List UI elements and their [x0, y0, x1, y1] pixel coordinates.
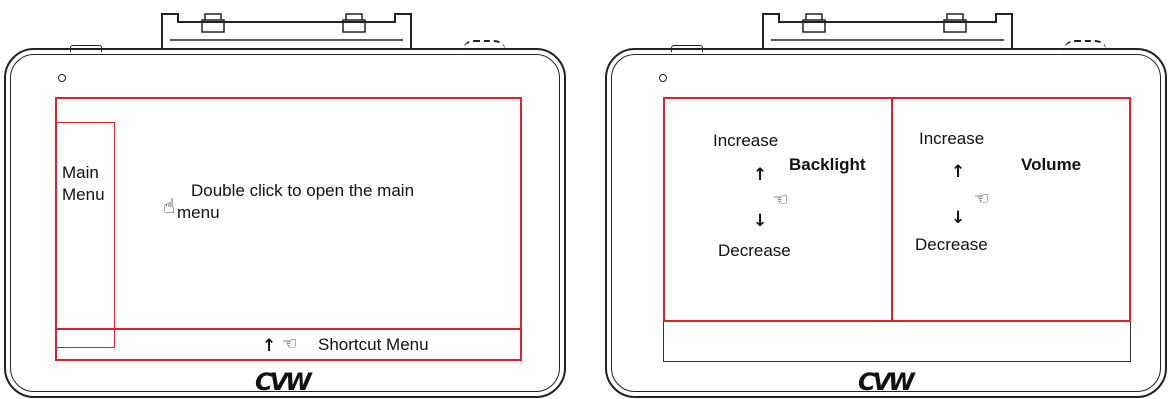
shortcut-menu-label: Shortcut Menu	[318, 335, 429, 354]
tap-hand-icon: ☝	[163, 194, 176, 218]
double-click-instruction-line2: menu	[177, 203, 220, 222]
swipe-hand-icon: ☜	[282, 334, 298, 354]
double-click-instruction-line1: Double click to open the main	[191, 181, 415, 200]
swipe-hand-icon: ☜	[773, 190, 789, 210]
top-mount-bracket	[762, 13, 1013, 48]
power-led	[58, 74, 66, 82]
control-knob	[1063, 40, 1107, 52]
main-touch-area	[55, 97, 522, 330]
volume-touch-area	[891, 97, 1131, 322]
main-menu-area	[55, 122, 115, 348]
up-arrow-icon: ↑	[753, 165, 768, 185]
shortcut-menu-area	[55, 328, 522, 361]
backlight-label: Backlight	[789, 155, 866, 174]
power-led	[659, 74, 667, 82]
volume-decrease-label: Decrease	[915, 235, 988, 254]
backlight-decrease-label: Decrease	[718, 241, 791, 260]
monitor-bezel	[10, 54, 560, 392]
monitor-housing	[4, 48, 566, 398]
backlight-increase-label: Increase	[713, 131, 779, 150]
down-arrow-icon: ↓	[951, 208, 966, 228]
main-menu-label-line1: Main	[62, 163, 99, 182]
right-monitor-diagram: Increase Backlight ↑ ☜ ↓ Decrease Increa…	[601, 0, 1173, 399]
left-monitor-diagram: Main Menu ☝ Double click to open the mai…	[0, 0, 572, 399]
volume-increase-label: Increase	[919, 129, 985, 148]
main-menu-label-line2: Menu	[62, 185, 105, 204]
top-mount-bracket	[161, 13, 412, 48]
monitor-bezel	[611, 54, 1161, 392]
monitor-housing	[605, 48, 1167, 398]
up-arrow-icon: ↑	[951, 162, 966, 182]
up-arrow-icon: ↑	[262, 336, 277, 356]
cvw-logo: CVW	[858, 368, 915, 396]
volume-label: Volume	[1021, 155, 1082, 174]
swipe-hand-icon: ☜	[974, 189, 990, 209]
down-arrow-icon: ↓	[753, 211, 768, 231]
control-knob	[462, 40, 506, 52]
cvw-logo: CVW	[255, 368, 312, 396]
